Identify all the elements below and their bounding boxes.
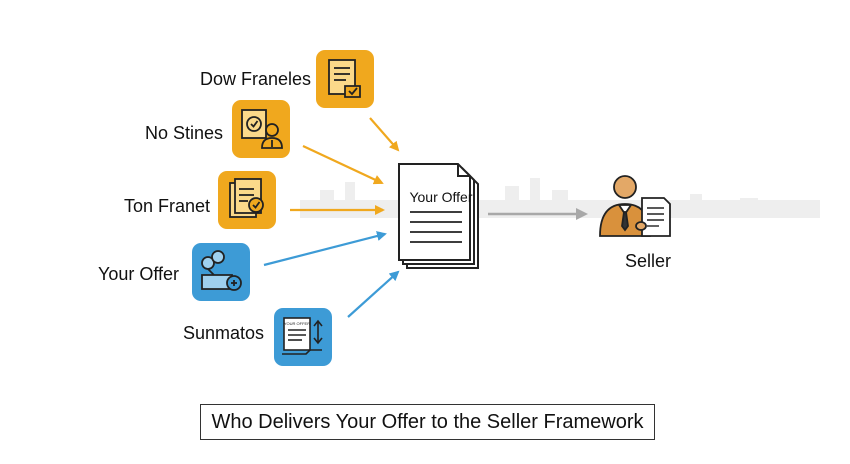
arrow-2 bbox=[302, 145, 384, 185]
document-transfer-icon: YOUR OFFER bbox=[282, 317, 323, 355]
input-tile-1 bbox=[316, 50, 374, 108]
arrow-4 bbox=[263, 231, 387, 267]
input-label-4: Your Offer bbox=[98, 264, 180, 284]
agent-verified-icon bbox=[241, 109, 283, 149]
input-label-1: Dow Franeles bbox=[200, 69, 312, 89]
arrow-1 bbox=[369, 117, 400, 152]
center-label: Your Offer bbox=[409, 189, 472, 205]
input-arrows bbox=[263, 117, 400, 318]
people-network-icon bbox=[201, 250, 242, 291]
offer-document-stack-icon bbox=[398, 163, 479, 269]
checked-document-icon bbox=[229, 178, 264, 218]
framework-caption: Who Delivers Your Offer to the Seller Fr… bbox=[200, 404, 655, 440]
input-tile-5: YOUR OFFER bbox=[274, 308, 332, 366]
input-label-5: Sunmatos bbox=[183, 323, 265, 343]
input-label-3: Ton Franet bbox=[124, 196, 211, 216]
background-skyline bbox=[300, 178, 820, 218]
arrow-5 bbox=[347, 270, 400, 318]
seller-label: Seller bbox=[625, 251, 672, 271]
document-check-icon bbox=[328, 59, 361, 98]
input-label-2: No Stines bbox=[145, 123, 224, 143]
input-tile-3 bbox=[218, 171, 276, 229]
seller-person-icon bbox=[599, 175, 671, 237]
input-tile-2 bbox=[232, 100, 290, 158]
input-tile-4 bbox=[192, 243, 250, 301]
small-doc-text: YOUR OFFER bbox=[284, 321, 310, 326]
